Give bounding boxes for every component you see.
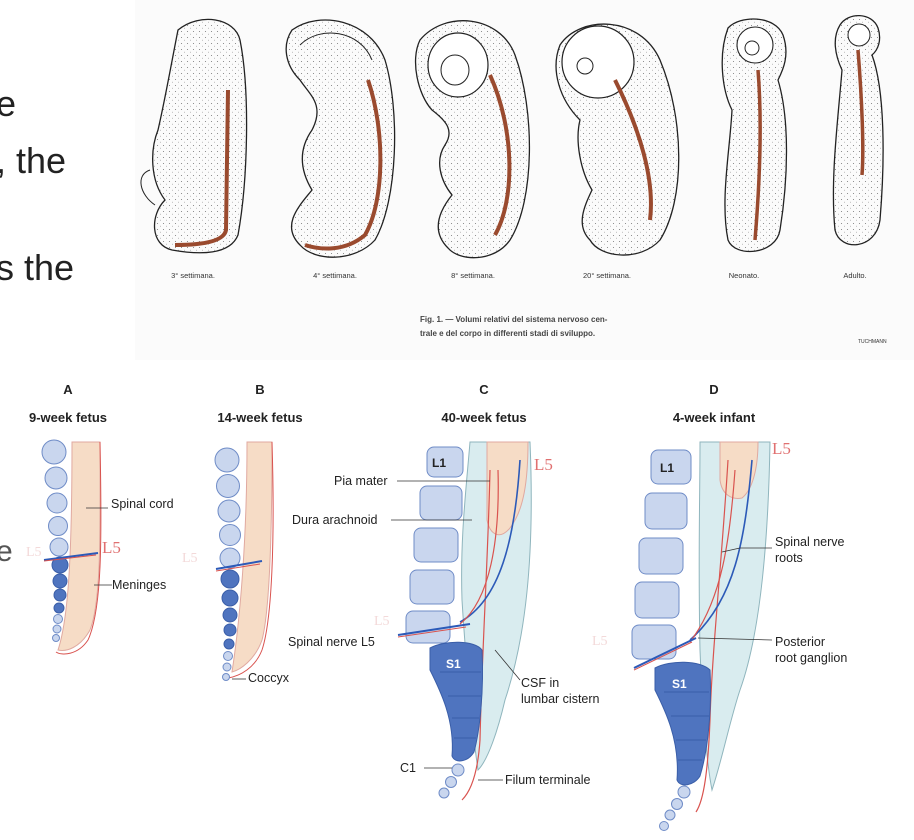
- embryo-8-week: [414, 20, 531, 259]
- panel-b-diagram: L5 Coccyx: [182, 441, 290, 685]
- panel-c-letter: C: [479, 382, 489, 397]
- panel-c-vertebrae: [405, 446, 484, 799]
- figure-caption-line-1: Fig. 1. — Volumi relativi del sistema ne…: [420, 315, 608, 324]
- panel-a-letter: A: [63, 382, 73, 397]
- embryo-adult: [832, 14, 884, 246]
- embryo-3-week: [140, 18, 248, 254]
- panel-c-l5-ghost: L5: [374, 614, 390, 629]
- caption-3-week: 3° settimana.: [171, 271, 215, 280]
- meninges-label: Meninges: [112, 578, 166, 592]
- slide-text-line-2: , the: [0, 140, 67, 181]
- panel-d-diagram: L1 S1 L5 L5 Spinal nerve roots Posterior…: [592, 439, 847, 831]
- figure-signature: TUCHMANN: [858, 339, 887, 345]
- panel-c-l1-label: L1: [432, 456, 446, 470]
- slide-text-line-4: e: [0, 535, 13, 568]
- dura-arachnoid-label: Dura arachnoid: [292, 513, 378, 527]
- panel-b-vertebrae: [214, 447, 241, 681]
- panel-c-l5-label: L5: [534, 455, 553, 474]
- panel-d-vertebrae: [631, 449, 712, 831]
- panel-d-s1-label: S1: [672, 677, 687, 691]
- panel-c-title: 40-week fetus: [441, 410, 526, 425]
- panel-c-diagram: L1 S1 L5 L5 Pia mater Dura arachnoid Spi…: [288, 441, 600, 801]
- panel-d-title: 4-week infant: [673, 410, 756, 425]
- caption-newborn: Neonato.: [729, 271, 759, 280]
- panel-a-vertebrae: [41, 439, 69, 642]
- csf-label-line-1: CSF in: [521, 676, 559, 690]
- panel-c-s1-label: S1: [446, 657, 461, 671]
- embryo-4-week: [285, 19, 396, 258]
- panel-d-letter: D: [709, 382, 718, 397]
- caption-4-week: 4° settimana.: [313, 271, 357, 280]
- panel-b-l5-ghost: L5: [182, 551, 198, 566]
- panel-a-title: 9-week fetus: [29, 410, 107, 425]
- panel-a-diagram: L5 L5 Spinal cord Meninges: [26, 439, 174, 655]
- embryo-newborn: [721, 18, 788, 253]
- embryo-development-figure: 3° settimana. 4° settimana. 8° settimana…: [135, 0, 914, 360]
- panel-a-l5-label: L5: [102, 538, 121, 557]
- panel-d-l5-label: L5: [772, 439, 791, 458]
- figure-caption-line-2: trale e del corpo in differenti stadi di…: [420, 329, 595, 338]
- panel-b-title: 14-week fetus: [217, 410, 302, 425]
- panel-d-l1-label: L1: [660, 461, 674, 475]
- spinal-nerve-l5-label: Spinal nerve L5: [288, 635, 375, 649]
- c1-label: C1: [400, 761, 416, 775]
- pia-mater-label: Pia mater: [334, 474, 388, 488]
- posterior-root-ganglion-line-1: Posterior: [775, 635, 825, 649]
- panel-a-l5-ghost: L5: [26, 545, 42, 560]
- filum-terminale-label: Filum terminale: [505, 773, 590, 787]
- caption-adult: Adulto.: [843, 271, 866, 280]
- spinal-nerve-roots-line-1: Spinal nerve: [775, 535, 845, 549]
- caption-8-week: 8° settimana.: [451, 271, 495, 280]
- posterior-root-ganglion-line-2: root ganglion: [775, 651, 847, 665]
- slide-text-line-3: s the: [0, 247, 75, 288]
- slide-text-line-1: e: [0, 83, 17, 124]
- spinal-cord-label: Spinal cord: [111, 497, 174, 511]
- panel-d-l5-ghost: L5: [592, 634, 608, 649]
- csf-label-line-2: lumbar cistern: [521, 692, 600, 706]
- panel-b-letter: B: [255, 382, 264, 397]
- spinal-cord-development-figure: A 9-week fetus B 14-week fetus C 40-week…: [26, 382, 847, 831]
- caption-20-week: 20° settimana.: [583, 271, 631, 280]
- embryo-20-week: [555, 23, 680, 256]
- coccyx-label: Coccyx: [248, 671, 290, 685]
- spinal-nerve-roots-line-2: roots: [775, 551, 803, 565]
